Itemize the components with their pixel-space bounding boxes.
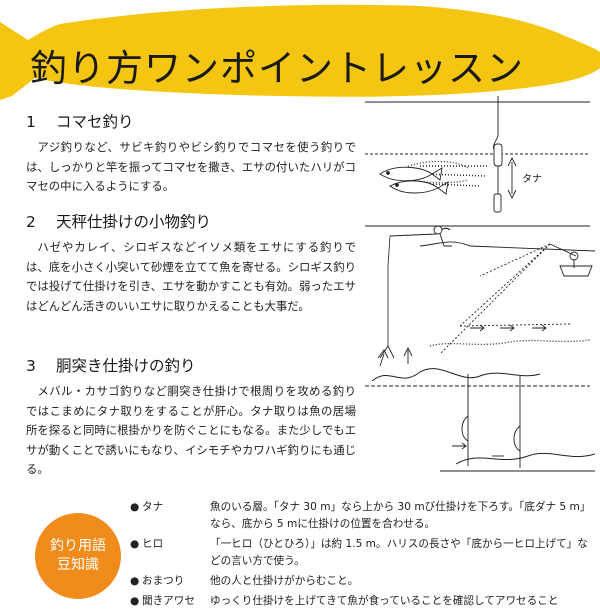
dotsuki-scene-illustration <box>440 374 595 472</box>
term-name: ヒロ <box>142 538 164 550</box>
term-definition: 魚のいる層。「タナ 30 m」なら上から 30 mび仕掛けを下ろす。「底ダナ 5… <box>210 501 591 530</box>
lesson-2: 2 天秤仕掛けの小物釣り ハゼやカレイ、シロギスなどイソメ類をエサにする釣りでは、… <box>26 210 356 316</box>
glossary-badge-line1: 釣り用語 <box>50 538 106 554</box>
glossary-term-hiro: ● ヒロ 「一ヒロ（ひとひろ）」は約 1.5 m。ハリスの長さや「底から一ヒロ上… <box>130 536 598 570</box>
glossary-badge: 釣り用語 豆知識 <box>35 513 121 599</box>
lesson-3: 3 胴突き仕掛けの釣り メバル・カサゴ釣りなど胴突き仕掛けで根周りを攻める釣りでは… <box>26 354 356 480</box>
lesson-2-body: ハゼやカレイ、シロギスなどイソメ類をエサにする釣りでは、底を小さく小突いて砂煙を… <box>26 240 356 313</box>
lesson-3-title: 胴突き仕掛けの釣り <box>56 357 196 375</box>
term-name: 聞きアワセ <box>142 595 195 607</box>
tenbin-scene-illustration <box>365 225 595 387</box>
glossary-badge-line2: 豆知識 <box>57 557 99 573</box>
term-definition: 他の人と仕掛けがからむこと。 <box>210 575 359 587</box>
fishing-illustrations: タナ <box>365 96 595 472</box>
lesson-2-heading: 2 天秤仕掛けの小物釣り <box>26 210 356 232</box>
komase-scene-illustration <box>365 96 590 213</box>
lesson-3-body: メバル・カサゴ釣りなど胴突き仕掛けで根周りを攻める釣りではこまめにタナ取りをする… <box>26 384 356 477</box>
fish-banner <box>0 4 600 100</box>
lesson-1-heading: 1 コマセ釣り <box>26 110 356 132</box>
bullet-icon: ● <box>130 538 140 550</box>
term-definition: ゆっくり仕掛けを上げてきて魚が食っていることを確認してアワセること <box>210 595 559 607</box>
term-definition: 「一ヒロ（ひとひろ）」は約 1.5 m。ハリスの長さや「底から一ヒロ上げて」など… <box>210 538 588 567</box>
lesson-1: 1 コマセ釣り アジ釣りなど、サビキ釣りやビシ釣りでコマセを使う釣りでは、しっかり… <box>26 110 356 197</box>
page-title: 釣り方ワンポイントレッスン <box>30 47 524 90</box>
lesson-1-title: コマセ釣り <box>56 113 134 131</box>
bullet-icon: ● <box>130 575 140 587</box>
bullet-icon: ● <box>130 501 140 513</box>
lesson-1-number: 1 <box>26 113 36 131</box>
glossary-term-omatsuri: ● おまつり 他の人と仕掛けがからむこと。 <box>130 573 598 590</box>
tana-label: タナ <box>522 173 542 185</box>
bullet-icon: ● <box>130 595 140 607</box>
lesson-1-body: アジ釣りなど、サビキ釣りやビシ釣りでコマセを使う釣りでは、しっかりと竿を振ってコ… <box>26 140 356 194</box>
glossary-list: ● タナ 魚のいる層。「タナ 30 m」なら上から 30 mび仕掛けを下ろす。「… <box>130 499 598 613</box>
glossary-term-kikiawase: ● 聞きアワセ ゆっくり仕掛けを上げてきて魚が食っていることを確認してアワセるこ… <box>130 593 598 610</box>
term-name: タナ <box>142 501 164 513</box>
lesson-3-number: 3 <box>26 357 36 375</box>
lesson-2-title: 天秤仕掛けの小物釣り <box>56 213 212 231</box>
lesson-3-heading: 3 胴突き仕掛けの釣り <box>26 354 356 376</box>
lesson-2-number: 2 <box>26 213 36 231</box>
glossary-term-tana: ● タナ 魚のいる層。「タナ 30 m」なら上から 30 mび仕掛けを下ろす。「… <box>130 499 598 533</box>
term-name: おまつり <box>142 575 185 587</box>
